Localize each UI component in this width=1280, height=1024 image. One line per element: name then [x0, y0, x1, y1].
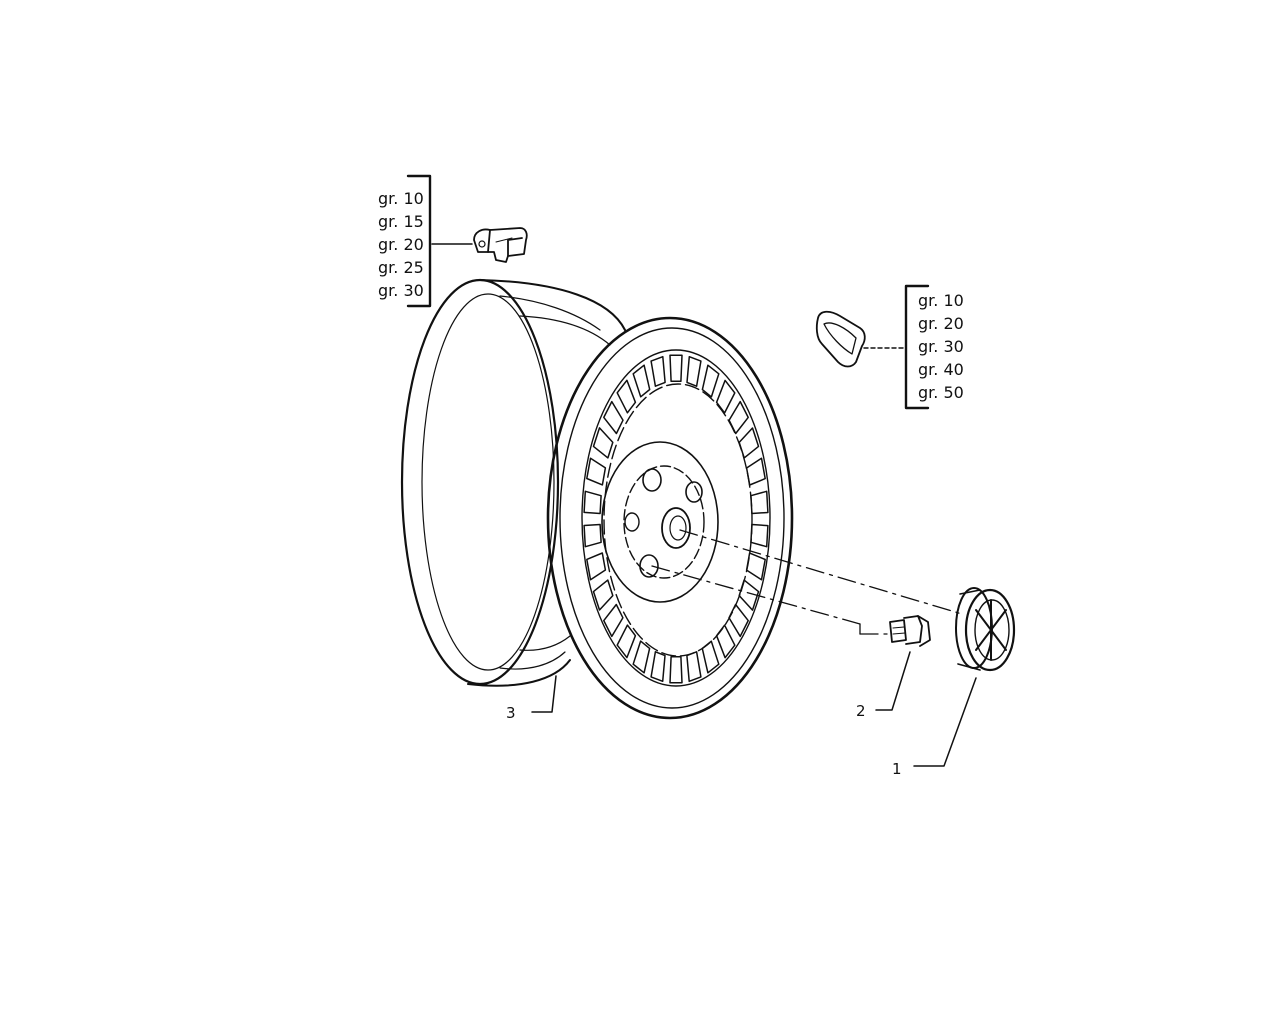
weight-label: gr. 25: [378, 258, 424, 277]
spoke-pocket: [738, 579, 760, 611]
spoke-pocket: [728, 603, 749, 638]
spoke-pocket: [715, 624, 736, 659]
weight-label: gr. 10: [918, 291, 964, 310]
bracket-right: [904, 284, 930, 410]
weight-label: gr. 40: [918, 360, 964, 379]
callout-number-2: 2: [856, 702, 866, 720]
spoke-pocket: [650, 355, 666, 387]
weight-label: gr. 10: [378, 189, 424, 208]
weights-list-left: gr. 10 gr. 15 gr. 20 gr. 25 gr. 30: [378, 189, 424, 300]
spoke-pocket: [745, 457, 766, 486]
spoke-pocket: [603, 603, 624, 638]
spoke-pocket: [616, 379, 637, 414]
spoke-pocket: [669, 655, 683, 684]
weight-label: gr. 20: [378, 235, 424, 254]
spoke-pocket: [583, 490, 602, 515]
weight-label: gr. 50: [918, 383, 964, 402]
spoke-pocket: [728, 400, 749, 435]
spoke-pocket: [745, 552, 766, 581]
spoke-pocket: [586, 552, 607, 581]
weight-label: gr. 15: [378, 212, 424, 231]
spoke-pocket: [701, 640, 720, 674]
spoke-pocket: [650, 651, 666, 683]
callout-leaders: [531, 651, 977, 767]
spoke-pocket: [592, 427, 614, 459]
spoke-pocket: [750, 490, 769, 515]
spoke-pocket: [632, 364, 651, 398]
spoke-pocket: [750, 523, 769, 548]
spoke-pocket: [603, 400, 624, 435]
hub-cap: [955, 587, 1016, 672]
spoke-pocket: [715, 379, 736, 414]
assembly-axis-lines: [651, 529, 963, 635]
spoke-pocket: [583, 523, 602, 548]
weights-list-right: gr. 10 gr. 20 gr. 30 gr. 40 gr. 50: [918, 291, 964, 402]
callout-number-3: 3: [506, 704, 516, 722]
balance-weight-clip-left: [473, 227, 528, 263]
weight-label: gr. 20: [918, 314, 964, 333]
bracket-left: [406, 174, 432, 308]
weight-label: gr. 30: [378, 281, 424, 300]
weight-label: gr. 30: [918, 337, 964, 356]
spoke-pocket: [686, 651, 702, 683]
spoke-pocket: [738, 427, 760, 459]
wheel-rim: [400, 278, 794, 720]
spoke-pocket: [592, 579, 614, 611]
wheel-bolt: [889, 615, 931, 647]
balance-weight-adhesive-right: [815, 310, 866, 368]
callout-number-1: 1: [892, 760, 902, 778]
spoke-pocket: [632, 640, 651, 674]
spoke-pocket: [669, 354, 683, 383]
spoke-pocket: [701, 364, 720, 398]
spoke-pocket: [586, 457, 607, 486]
spoke-pocket: [616, 624, 637, 659]
spoke-pocket: [686, 355, 702, 387]
